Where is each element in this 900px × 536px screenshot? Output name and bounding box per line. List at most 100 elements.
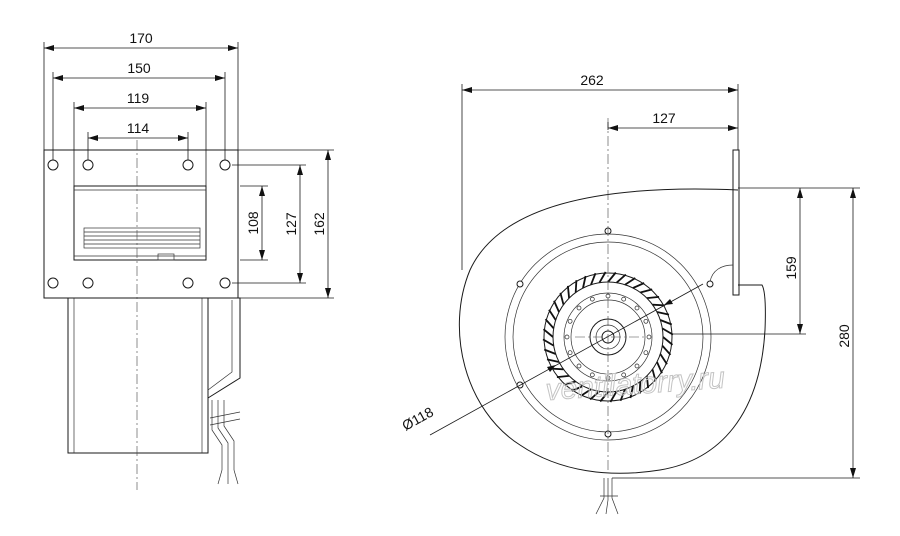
mounting-flange [43,149,239,299]
hub-rivet [634,363,640,369]
hub-rivet [621,372,627,378]
mounting-hole [82,277,94,289]
impeller-blade [598,271,607,284]
mounting-dot [706,280,714,288]
impeller-blade [548,309,557,321]
mounting-hole [47,159,59,171]
dimension-119: 119 [74,90,206,111]
mounting-hole [182,277,194,289]
impeller-blade [661,327,674,336]
hub-rivet [643,350,649,356]
dim-label-262: 262 [580,72,604,88]
impeller-blade [589,390,600,401]
motor-housing [207,297,241,399]
outlet-opening [73,185,207,261]
dimension-159: 159 [783,188,803,334]
impeller-blade [590,272,597,286]
impeller-blade [652,303,665,307]
impeller-blade [607,271,617,283]
side-view: 170 150 119 114 [43,30,334,490]
watermark-text: ventilatorry.ru [545,362,727,407]
dimension-150: 150 [53,60,225,81]
dimension-162: 162 [311,150,331,298]
impeller-blade [632,282,645,289]
impeller-blades [83,227,201,249]
hub-rivet [567,318,573,324]
impeller-blade [656,311,670,316]
dim-label-159: 159 [783,256,799,280]
hub-rivet [643,318,649,324]
dim-label-150: 150 [127,60,151,76]
dim-label-119: 119 [127,90,150,106]
outlet-flange [732,149,740,296]
impeller-blade [563,380,576,386]
impeller-blade [619,388,626,402]
dim-label-diameter: Ø118 [399,403,436,433]
dimension-127-side: 127 [283,165,303,283]
dimension-262: 262 [462,72,738,93]
dim-label-127-side: 127 [283,212,299,236]
impeller-blade [656,361,663,374]
hub-rivet [576,305,582,311]
dimension-127-front: 127 [608,110,738,131]
mounting-hole [219,159,231,171]
dim-label-170: 170 [129,30,153,46]
impeller-blade [609,390,618,403]
impeller-blade [551,367,564,371]
impeller-blade [638,381,642,394]
impeller-blade [546,358,560,363]
impeller-blade [646,375,649,389]
dim-label-114: 114 [127,120,150,136]
dimension-114: 114 [88,120,188,141]
impeller-blade [580,388,592,397]
impeller-blade [662,336,674,346]
hub-rivet [564,334,570,340]
hub-rivet [567,350,573,356]
scroll-housing [458,188,766,474]
mounting-hole [47,277,59,289]
dim-label-108: 108 [245,211,261,235]
hub-rivet [621,296,627,302]
impeller-blade [544,318,555,329]
front-view: 262 127 159 280 Ø118 [399,72,860,515]
impeller-blade [556,375,570,378]
impeller-blade [599,391,609,403]
hub-rivet [634,305,640,311]
impeller-blade [543,348,557,355]
impeller-blades [542,271,674,403]
mounting-hole [219,277,231,289]
hub-rivet [576,363,582,369]
impeller-blade [629,385,634,399]
hub-rivet [646,334,652,340]
dimension-170: 170 [44,30,238,51]
impeller-blade [624,277,636,286]
mounting-hole [82,159,94,171]
impeller-blade [661,345,672,356]
impeller-blade [571,385,584,392]
impeller-blade [659,353,668,365]
hub-rivets [564,293,652,381]
impeller-blade [640,288,653,294]
housing-body [67,297,209,454]
impeller-blade [559,292,565,305]
mounting-hole [182,159,194,171]
dim-label-280: 280 [836,324,852,348]
impeller-blade [582,275,587,289]
impeller-blade [646,296,660,299]
dim-label-127-front: 127 [652,110,676,126]
impeller-blade [574,280,578,293]
hub-rivet [589,296,595,302]
dimension-108: 108 [245,186,265,260]
impeller-blade [542,328,554,338]
impeller-blade [567,285,570,299]
hub-rivet [589,372,595,378]
impeller-blade [616,273,627,284]
impeller-blade [659,319,673,326]
dim-label-162: 162 [311,212,327,236]
dimension-280: 280 [836,188,856,478]
impeller-blade [651,369,657,382]
impeller-blade [553,300,560,313]
impeller-blade [542,338,555,347]
mounting-dot [516,280,524,288]
